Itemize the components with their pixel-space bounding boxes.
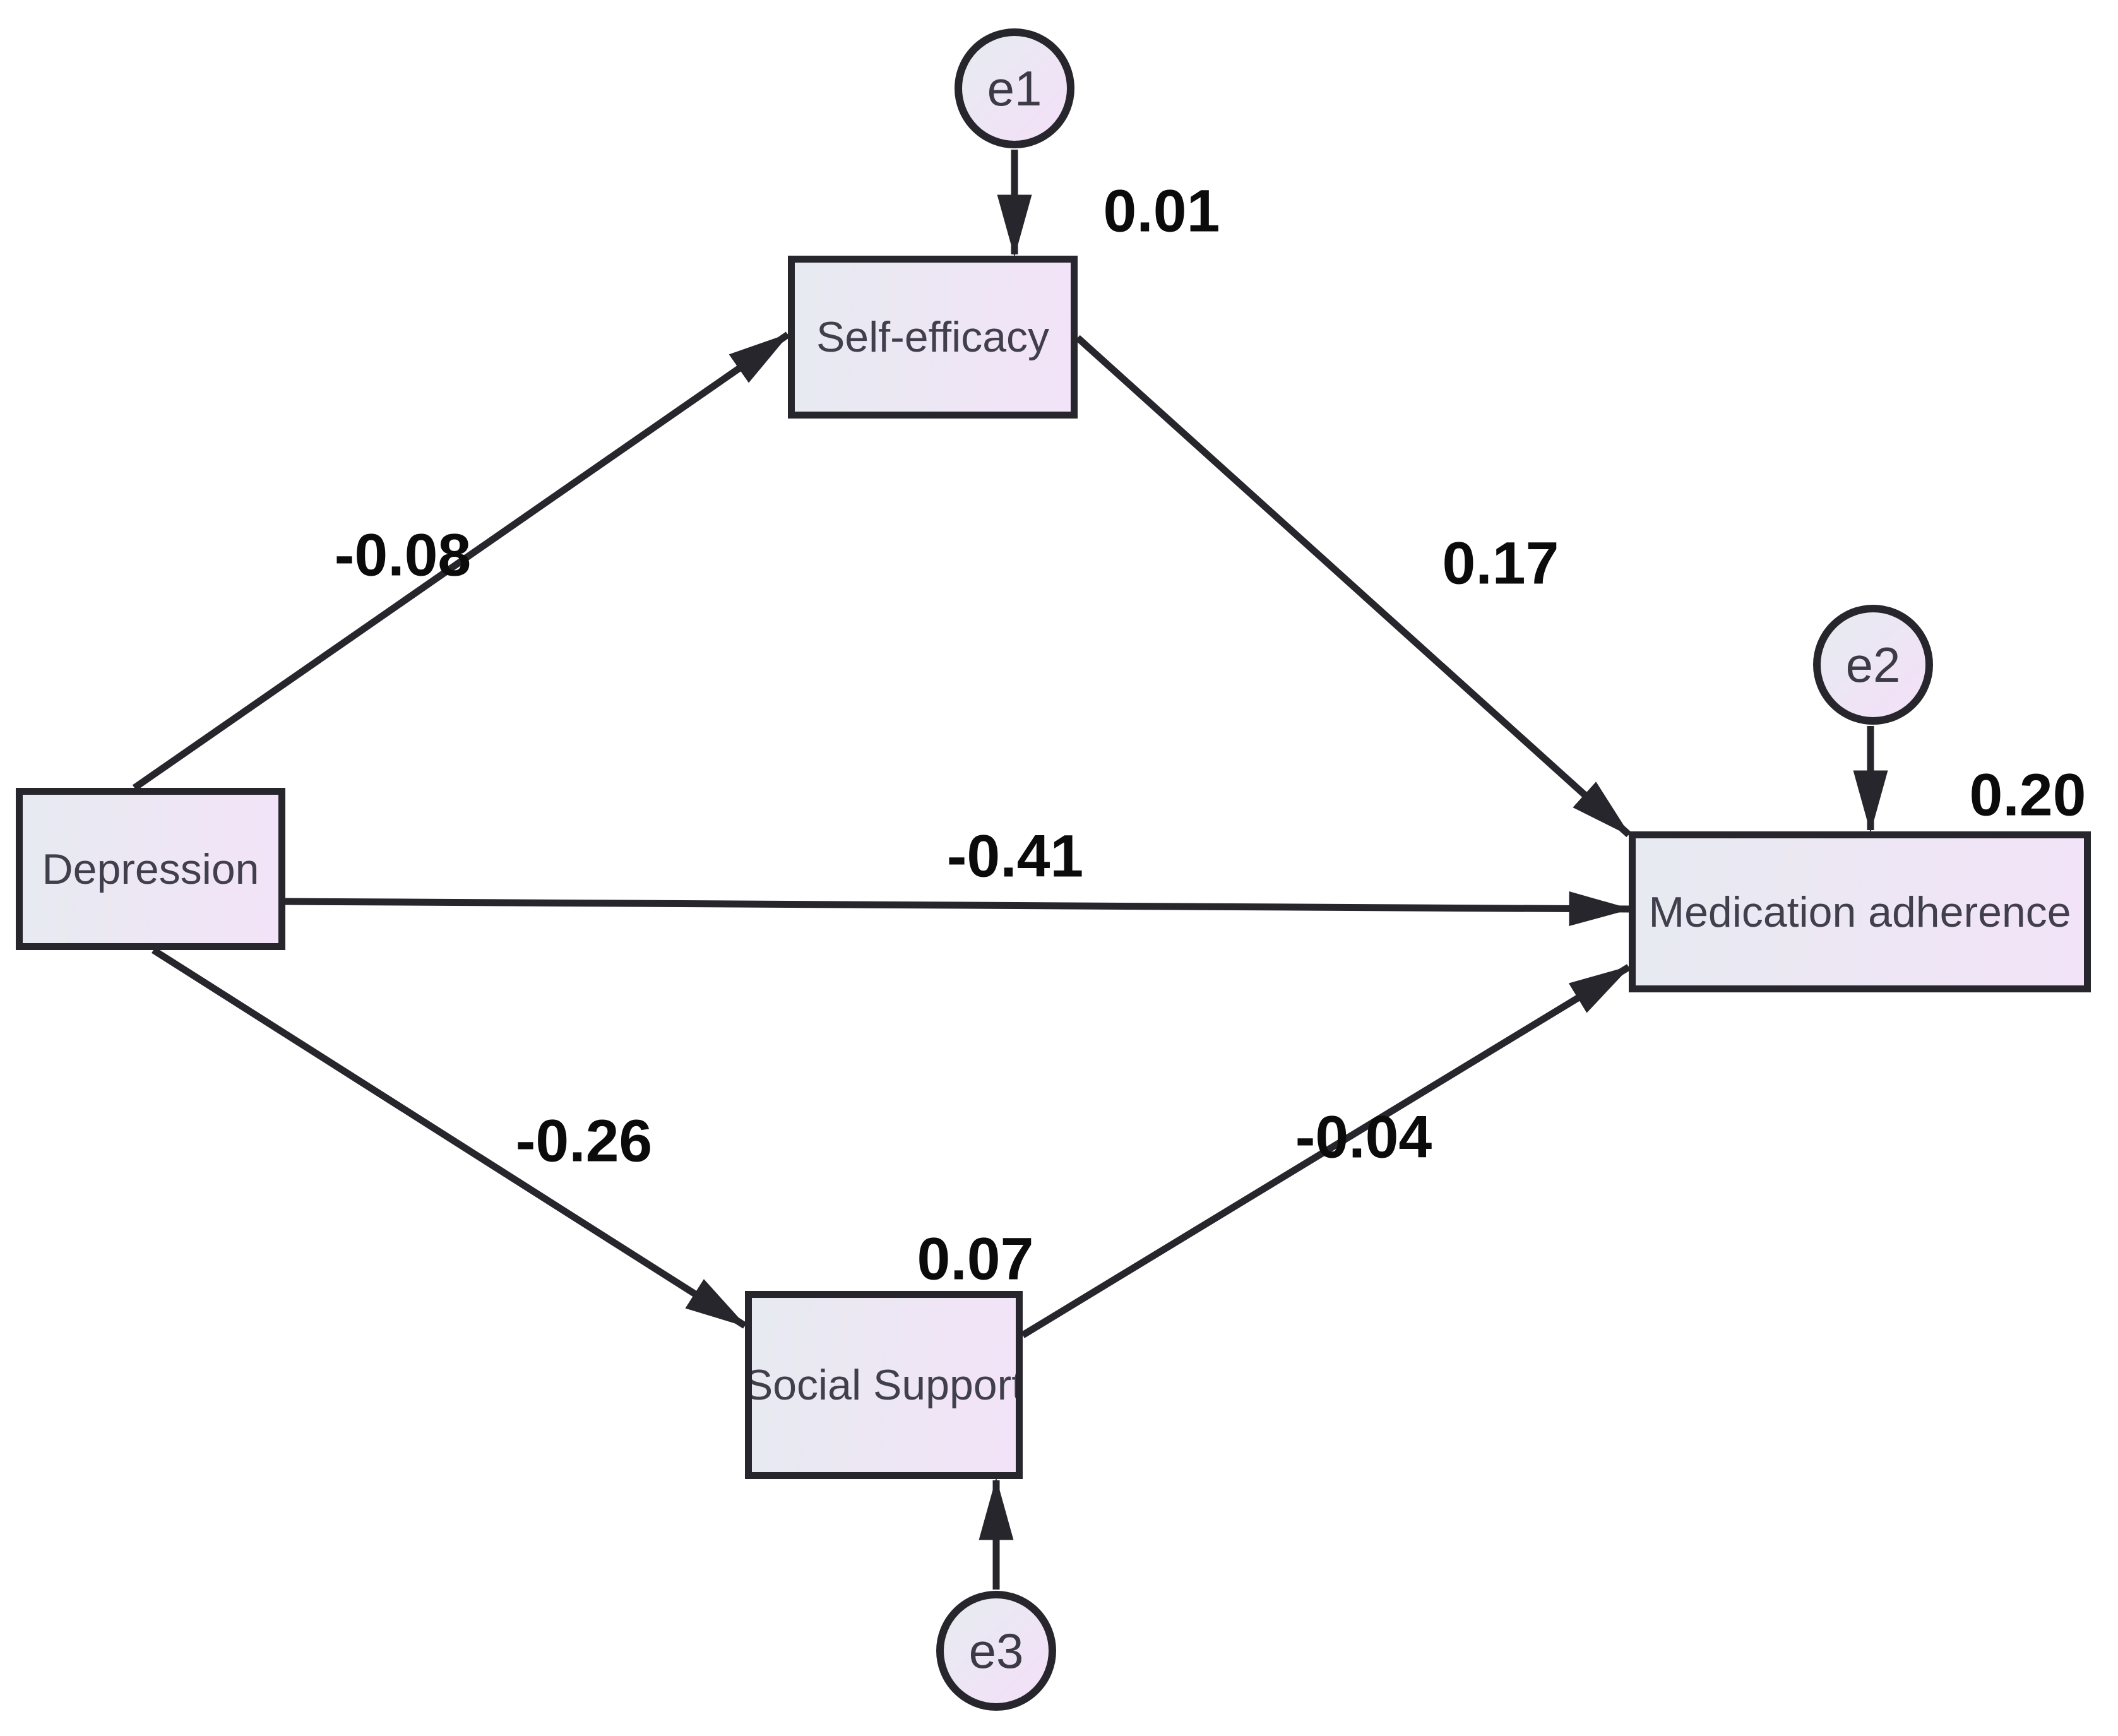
- coefficient-depression-social-support: -0.26: [515, 1107, 653, 1175]
- coefficient-depression-self-efficacy: -0.08: [334, 521, 472, 589]
- r-squared-self-efficacy: 0.01: [1103, 177, 1220, 245]
- node-depression-label: Depression: [42, 845, 259, 893]
- r-squared-medication-adherence: 0.20: [1969, 761, 2086, 829]
- node-social-support: Social Support: [745, 1291, 1023, 1479]
- node-social-support-label: Social Support: [745, 1361, 1023, 1409]
- arrow-self-efficacy-to-medication-adherence: [1075, 335, 1631, 838]
- arrow-depression-to-social-support: [152, 947, 747, 1329]
- arrow-social-support-to-medication-adherence: [1021, 964, 1631, 1338]
- node-self-efficacy: Self-efficacy: [788, 256, 1078, 419]
- error-term-e3-label: e3: [968, 1622, 1024, 1679]
- coefficient-social-support-medication-adherence: -0.04: [1295, 1103, 1432, 1171]
- error-term-e2: e2: [1813, 605, 1933, 725]
- arrow-depression-to-medication-adherence: [285, 891, 1632, 926]
- error-term-e1-label: e1: [987, 60, 1042, 116]
- coefficient-depression-medication-adherence: -0.41: [946, 823, 1084, 890]
- node-depression: Depression: [16, 788, 285, 950]
- error-term-e1: e1: [955, 28, 1074, 148]
- r-squared-social-support: 0.07: [917, 1225, 1034, 1293]
- node-self-efficacy-label: Self-efficacy: [816, 313, 1050, 361]
- error-term-e3: e3: [936, 1591, 1056, 1711]
- node-medication-adherence-label: Medication adherence: [1648, 888, 2071, 936]
- node-medication-adherence: Medication adherence: [1629, 831, 2091, 992]
- coefficient-self-efficacy-medication-adherence: 0.17: [1442, 530, 1559, 597]
- arrow-depression-to-self-efficacy: [132, 331, 790, 791]
- error-term-e2-label: e2: [1845, 636, 1901, 693]
